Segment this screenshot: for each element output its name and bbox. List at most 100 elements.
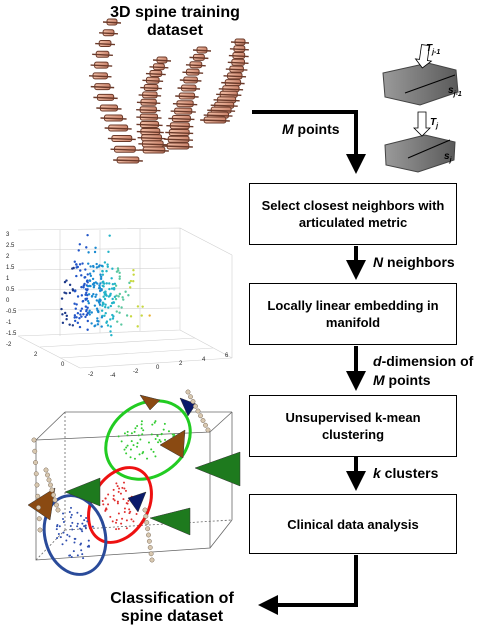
scatter-point [112,288,116,291]
scatter-point [103,261,107,264]
scatter-point [86,306,89,309]
cluster-box [35,411,233,561]
scatter-point [127,294,130,297]
cluster-point [73,541,76,544]
cluster-point [113,499,116,502]
cluster-point [167,430,170,433]
spine-process [228,54,249,58]
scatter-point [96,317,99,320]
scatter-point [94,246,97,249]
scatter-point [87,293,91,296]
scatter-point [136,305,140,308]
scatter-point [86,288,89,291]
scatter-point [105,269,108,273]
scatter-point [124,290,127,293]
cluster-point [69,516,72,519]
cluster-point [120,522,123,525]
spine-process [90,85,115,89]
scatter-point [100,264,104,267]
scatter-point [71,267,74,270]
scatter-point [102,295,105,298]
cluster-point [116,500,119,503]
spine-process [99,32,119,35]
cluster-point [122,498,125,501]
mini-spines [31,389,211,563]
spine-process [164,138,194,141]
spine-process [165,131,194,135]
scatter-point [100,316,104,319]
cluster-point [115,521,118,524]
scatter-point [128,281,131,285]
mini-spine-vertebra [54,502,59,508]
scatter-point [110,333,113,337]
scatter-point [111,283,115,286]
scatter-point [93,250,97,254]
scatter-point [105,294,108,297]
cluster-point [140,427,143,430]
scatter-point [111,267,114,270]
mini-spine-vertebra [203,422,208,428]
mini-spine-vertebra [200,418,206,423]
cluster-point [70,513,73,516]
scatter-point [83,276,86,279]
cluster-point [117,527,120,530]
spine-process [179,79,202,82]
cluster-point [139,438,142,441]
cluster-point [70,506,73,509]
scatter-point [129,315,133,318]
scatter-point [82,286,85,289]
scatter-point [98,303,102,306]
cluster-point [128,508,131,511]
cluster-point [125,519,128,522]
scatter-point [116,267,120,270]
scatter-point [99,277,103,281]
mini-spine-vertebra [148,551,154,557]
spine-process [207,109,236,112]
vertebra-label-s-top: sj-1 [448,82,462,103]
cluster-point [109,515,112,518]
classification-title-line2: spine dataset [120,608,224,625]
spine-process [95,42,116,46]
scatter-point [75,316,78,319]
cluster-point [112,497,115,500]
scatter-point [75,303,78,306]
vertebra-label-t-bottom: Tj [430,114,438,135]
scatter-point [80,285,83,289]
scatter-point [73,319,77,323]
scatter-point [103,314,106,317]
spine-process [200,119,230,122]
scatter-point [73,316,76,319]
mini-spine-vertebra [146,538,152,544]
cluster-point [81,522,84,525]
spine-process [223,75,247,78]
step-kmeans: Unsupervised k-mean clustering [249,395,457,457]
scatter-point [118,277,121,281]
scatter-point [90,311,93,314]
scatter-point [97,301,101,304]
cluster-point [57,532,60,535]
mini-spine-vertebra [142,507,148,513]
cluster-point [126,444,129,447]
scatter-point [107,250,110,254]
scatter-point [75,263,78,266]
mini-spine-vertebra [51,492,56,498]
cluster-point [102,503,105,506]
cluster-point [68,535,71,538]
scatter-point [86,279,89,282]
cluster-point [140,423,143,426]
cluster-point [162,428,165,431]
spine-process [107,137,136,141]
scatter-point [114,284,118,287]
scatter-point [79,309,82,313]
y-tick-label: 6 [225,353,229,359]
spine-process [189,56,209,60]
cluster-point [62,512,65,515]
spine-process [213,99,240,102]
spine-process [230,41,250,44]
mini-spine-vertebra [37,527,43,533]
cluster-point [107,503,110,506]
mini-spine-vertebra [36,516,42,522]
y-tick-label: -2 [133,369,139,375]
z-tick-label: 0.5 [6,287,15,293]
